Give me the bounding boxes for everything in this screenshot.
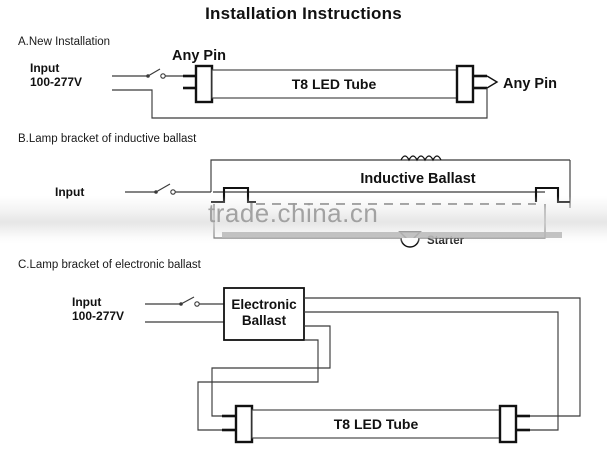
diagram-new-installation: Input 100-277V Any Pin T8 LED Tube Any P… bbox=[30, 48, 557, 119]
wire-b-starter-right bbox=[420, 204, 546, 239]
electronic-ballast-label-line1: Electronic bbox=[231, 297, 297, 312]
section-label-b: B.Lamp bracket of inductive ballast bbox=[18, 133, 197, 145]
switch-a-blade bbox=[147, 68, 161, 77]
section-label-c: C.Lamp bracket of electronic ballast bbox=[18, 259, 201, 271]
wire-c-out1 bbox=[304, 297, 581, 417]
wire-b-ballast-top bbox=[210, 159, 570, 192]
arrowhead-a-right bbox=[486, 75, 499, 89]
endcap-c-left bbox=[234, 404, 254, 444]
switch-b-contact bbox=[170, 189, 176, 195]
diagram-inductive-ballast: Input Inductive Ballast Starter bbox=[55, 155, 571, 248]
inductive-ballast-label: Inductive Ballast bbox=[360, 171, 475, 187]
endcap-c-right bbox=[498, 404, 518, 444]
diagram-electronic-ballast: Input 100-277V Electronic Ballast T8 LED… bbox=[72, 287, 581, 444]
wire-c-out3 bbox=[211, 325, 331, 417]
any-pin-label-left: Any Pin bbox=[172, 48, 226, 64]
lamp-holder-b-left bbox=[211, 186, 256, 204]
input-label-b: Input bbox=[55, 185, 84, 199]
endcap-a-left bbox=[194, 64, 214, 104]
section-label-a: A.New Installation bbox=[18, 36, 111, 48]
page-title: Installation Instructions bbox=[205, 4, 402, 23]
input-label-c-line2: 100-277V bbox=[72, 309, 124, 323]
switch-c-blade bbox=[180, 296, 195, 305]
lamp-holder-b-right bbox=[534, 186, 570, 204]
inductor-coil-icon bbox=[400, 155, 442, 162]
input-label-a-line2: 100-277V bbox=[30, 75, 82, 89]
wire-a-input-bottom bbox=[112, 89, 190, 119]
wire-c-out2 bbox=[304, 311, 559, 431]
starter-label: Starter bbox=[427, 235, 465, 247]
tube-label-a: T8 LED Tube bbox=[292, 76, 377, 92]
endcap-a-right bbox=[455, 64, 475, 104]
tube-body-a bbox=[211, 69, 458, 99]
tube-label-c: T8 LED Tube bbox=[334, 416, 419, 432]
any-pin-label-right: Any Pin bbox=[503, 76, 557, 92]
wire-a-return bbox=[190, 88, 488, 119]
wire-b-starter-left bbox=[213, 204, 400, 239]
wire-c-out4 bbox=[197, 339, 319, 431]
switch-a-contact bbox=[160, 73, 166, 79]
input-label-c-line1: Input bbox=[72, 295, 101, 309]
starter-icon-arc bbox=[400, 237, 420, 248]
switch-c-contact bbox=[194, 301, 200, 307]
switch-b-blade bbox=[155, 183, 171, 193]
electronic-ballast-label-line2: Ballast bbox=[242, 313, 287, 328]
tube-body-c bbox=[251, 409, 501, 439]
input-label-a-line1: Input bbox=[30, 61, 59, 75]
electronic-ballast-box bbox=[223, 287, 305, 341]
